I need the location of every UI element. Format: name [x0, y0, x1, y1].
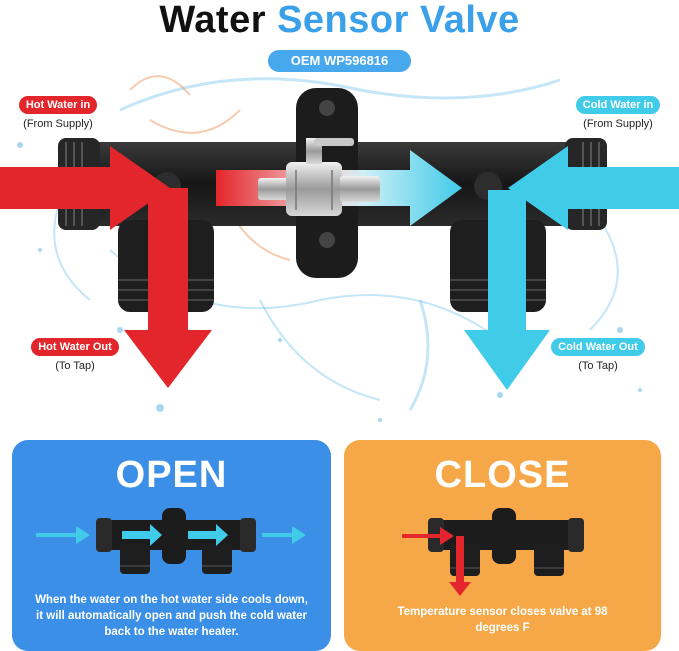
cold-out-arrow	[464, 190, 550, 390]
title-part-2: Sensor Valve	[277, 0, 520, 41]
open-panel: OPEN When the water on the hot water sid…	[12, 440, 331, 651]
cold-water-out-pill: Cold Water Out	[551, 338, 645, 356]
open-description: When the water on the hot water side coo…	[35, 594, 308, 638]
close-heading: CLOSE	[434, 454, 571, 496]
cold-in-arrow	[508, 146, 679, 230]
open-flow-arrows	[36, 524, 306, 546]
page-title: Water Sensor Valve	[0, 0, 679, 40]
hot-water-out-pill: Hot Water Out	[31, 338, 119, 356]
close-flow-arrows	[402, 527, 471, 596]
hot-water-in-label: Hot Water in (From Supply)	[10, 95, 106, 131]
sensor-valve	[258, 138, 380, 216]
oem-badge: OEM WP596816	[268, 50, 411, 72]
hot-water-out-label: Hot Water Out (To Tap)	[22, 337, 128, 373]
cold-water-out-label: Cold Water Out (To Tap)	[544, 337, 652, 373]
cold-water-in-label: Cold Water in (From Supply)	[568, 95, 668, 131]
close-diagram	[402, 508, 584, 596]
open-heading: OPEN	[115, 454, 228, 496]
water-droplets	[17, 142, 642, 422]
hot-in-arrow	[0, 146, 170, 230]
open-diagram	[36, 508, 306, 574]
hot-water-in-pill: Hot Water in	[18, 96, 98, 114]
cold-water-in-pill: Cold Water in	[575, 96, 661, 114]
close-description: Temperature sensor closes valve at 98 de…	[397, 606, 608, 634]
hot-water-in-sub: (From Supply)	[23, 118, 93, 130]
cold-water-in-sub: (From Supply)	[583, 118, 653, 130]
valve-illustration	[0, 75, 679, 422]
cold-water-out-sub: (To Tap)	[578, 360, 618, 372]
hot-out-arrow	[124, 188, 212, 388]
hot-water-out-sub: (To Tap)	[55, 360, 95, 372]
close-panel: CLOSE Temperature sensor closes valve at…	[344, 440, 661, 651]
title-part-1: Water	[159, 0, 266, 41]
